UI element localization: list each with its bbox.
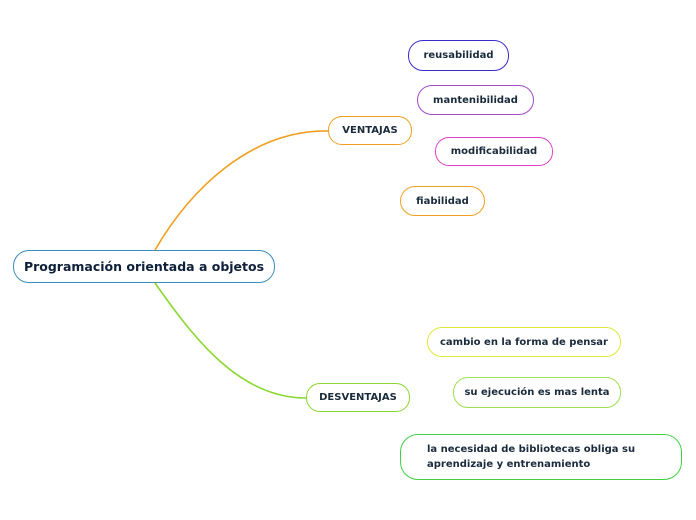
subtopic-label: cambio en la forma de pensar — [440, 336, 608, 348]
subtopic-label: mantenibilidad — [433, 94, 518, 106]
subtopic-label: la necesidad de bibliotecas obliga su ap… — [427, 444, 636, 470]
root-topic-label: Programación orientada a objetos — [23, 259, 265, 274]
root-topic[interactable]: Programación orientada a objetos — [13, 250, 275, 283]
subtopic-cambio-forma-pensar[interactable]: cambio en la forma de pensar — [427, 327, 621, 357]
branch-ventajas[interactable]: VENTAJAS — [328, 116, 412, 145]
subtopic-label: reusabilidad — [423, 50, 494, 61]
branch-desventajas[interactable]: DESVENTAJAS — [306, 383, 410, 412]
subtopic-label: fiabilidad — [416, 195, 469, 207]
subtopic-fiabilidad[interactable]: fiabilidad — [400, 186, 485, 216]
branch-ventajas-label: VENTAJAS — [342, 125, 398, 136]
connector-root-ventajas — [154, 130, 329, 251]
subtopic-reusabilidad[interactable]: reusabilidad — [408, 40, 509, 71]
branch-desventajas-label: DESVENTAJAS — [319, 392, 397, 403]
subtopic-ejecucion-lenta[interactable]: su ejecución es mas lenta — [453, 377, 621, 408]
subtopic-modificabilidad[interactable]: modificabilidad — [435, 137, 553, 166]
subtopic-necesidad-bibliotecas[interactable]: la necesidad de bibliotecas obliga su ap… — [400, 434, 682, 480]
connector-root-desventajas — [154, 282, 307, 399]
subtopic-mantenibilidad[interactable]: mantenibilidad — [417, 85, 534, 115]
subtopic-label: modificabilidad — [450, 146, 538, 157]
subtopic-label: su ejecución es mas lenta — [464, 387, 610, 398]
